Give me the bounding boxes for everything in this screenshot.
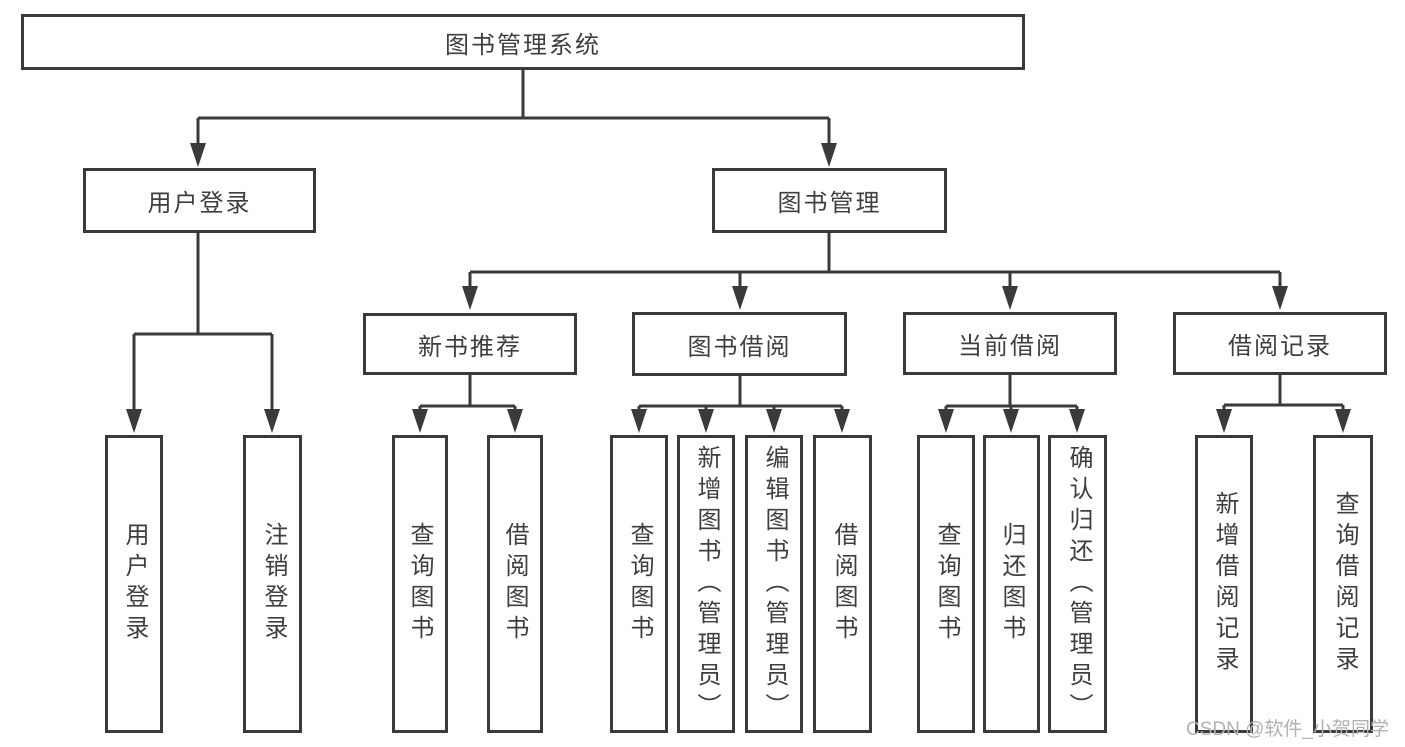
- node-library-system: 图书管理系统: [21, 14, 1025, 70]
- leaf-query-borrow-record: 查询借阅记录: [1313, 435, 1373, 733]
- leaf-logout: 注销登录: [243, 435, 302, 733]
- node-borrowing-records: 借阅记录: [1173, 312, 1387, 375]
- node-new-book-recommend: 新书推荐: [363, 313, 577, 375]
- node-current-borrowing: 当前借阅: [903, 312, 1117, 375]
- leaf-borrow-books-recommend: 借阅图书: [487, 435, 543, 733]
- leaf-return-book: 归还图书: [983, 435, 1040, 733]
- leaf-add-borrow-record: 新增借阅记录: [1195, 435, 1253, 733]
- leaf-query-books-recommend: 查询图书: [392, 435, 448, 733]
- csdn-watermark: CSDN @软件_小贺同学: [1186, 719, 1389, 740]
- leaf-borrow-books-borrowing: 借阅图书: [813, 435, 872, 733]
- leaf-confirm-return-admin: 确认归还（管理员）: [1048, 435, 1107, 733]
- arrowheads: [126, 143, 1351, 433]
- connector-branch-root: [196, 70, 831, 146]
- connector-branch-current-borrow: [944, 374, 1079, 414]
- node-user-login: 用户登录: [83, 168, 316, 233]
- node-book-management: 图书管理: [712, 168, 947, 233]
- connector-branch-user-login: [132, 232, 274, 412]
- node-book-borrowing: 图书借阅: [632, 312, 847, 376]
- connector-branch-book-borrow: [637, 375, 844, 414]
- leaf-add-book-admin: 新增图书（管理员）: [677, 435, 735, 733]
- leaf-query-books-borrowing: 查询图书: [610, 435, 668, 733]
- connector-branch-new-book-rec: [418, 374, 517, 414]
- leaf-edit-book-admin: 编辑图书（管理员）: [745, 435, 803, 733]
- connector-branch-book-mgmt: [468, 232, 1282, 289]
- leaf-user-login: 用户登录: [105, 435, 163, 733]
- leaf-query-books-current: 查询图书: [917, 435, 975, 733]
- connector-branch-borrow-record: [1222, 374, 1345, 414]
